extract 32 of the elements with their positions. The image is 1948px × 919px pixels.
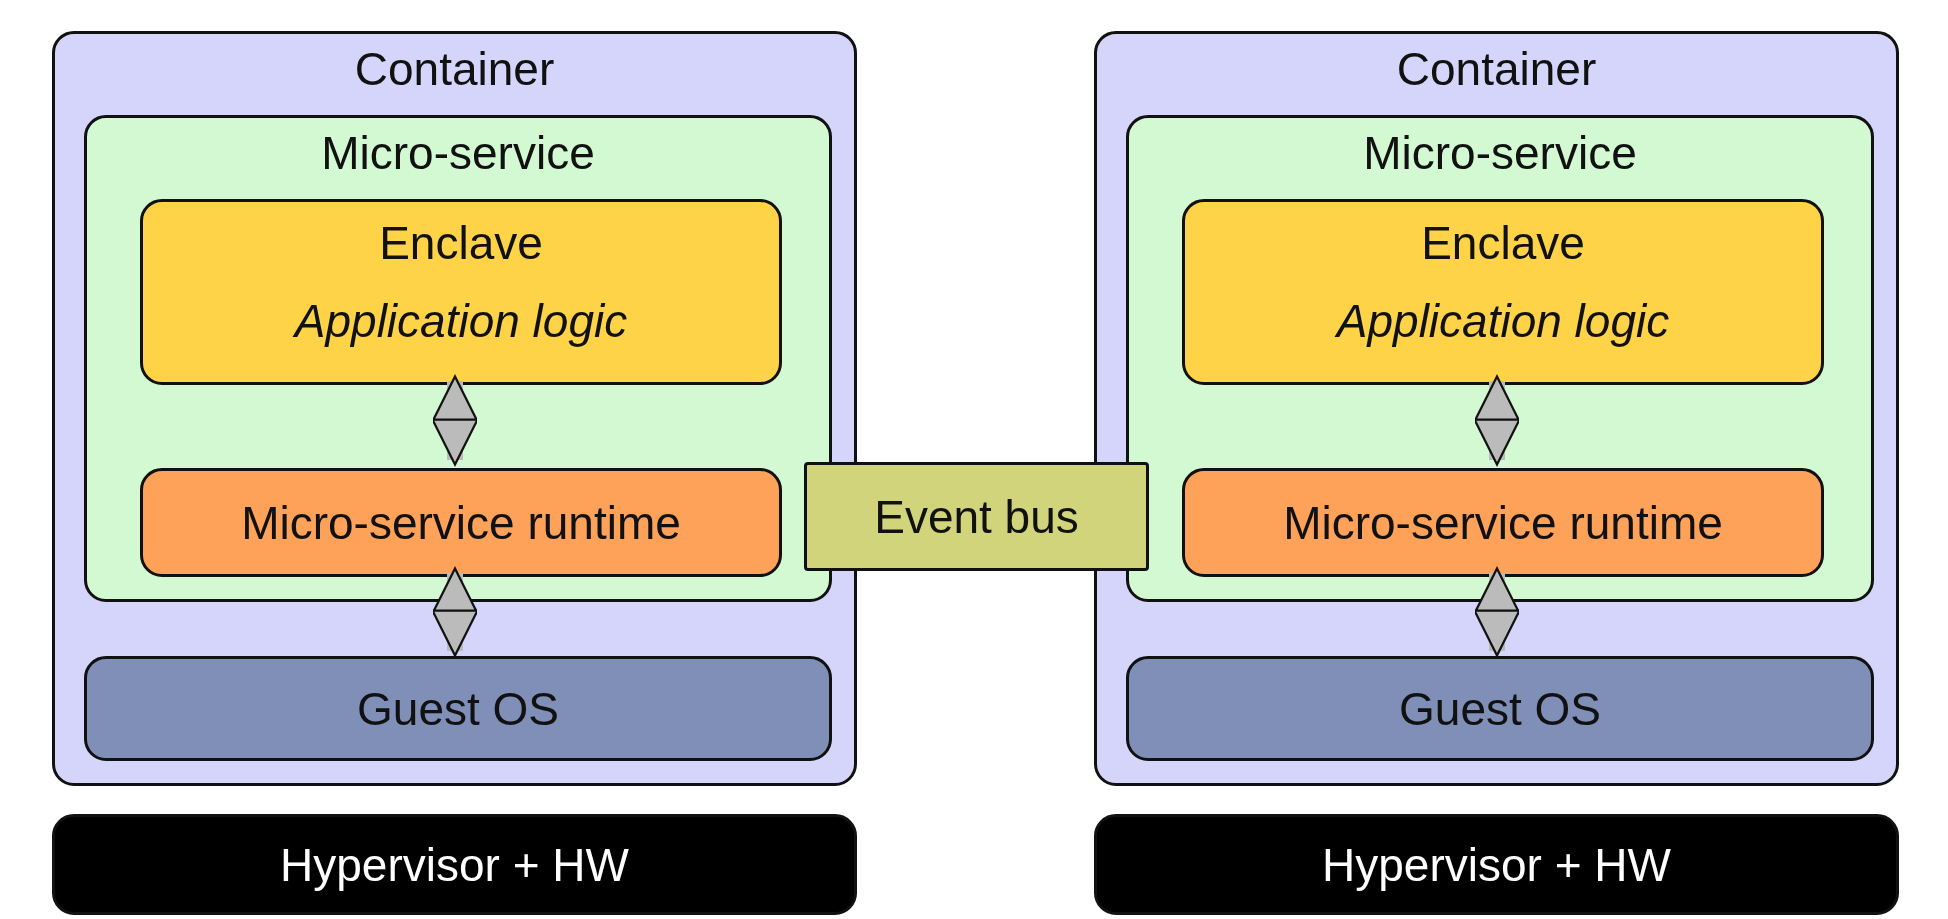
layer-box	[140, 468, 782, 577]
box-title: Micro-service runtime	[1282, 495, 1724, 550]
layer-box	[84, 656, 832, 761]
container-box	[1094, 31, 1899, 786]
enclave-box	[140, 199, 782, 385]
container-box	[52, 31, 857, 786]
box-subtitle: Application logic	[1333, 294, 1671, 348]
layer-box	[1126, 656, 1874, 761]
enclave-box	[1182, 199, 1824, 385]
box-title: Micro-service	[1362, 126, 1638, 180]
layer-box	[1182, 468, 1824, 577]
box-title: Guest OS	[356, 681, 560, 736]
box-title: Container	[353, 42, 556, 96]
service-box	[1126, 115, 1874, 602]
service-box	[84, 115, 832, 602]
box-title: Enclave	[378, 216, 544, 270]
box-title: Container	[1395, 42, 1598, 96]
box-title: Hypervisor + HW	[279, 837, 630, 892]
double-arrow	[1473, 375, 1521, 466]
double-arrow	[431, 567, 479, 657]
box-subtitle: Application logic	[291, 294, 629, 348]
box-title: Micro-service	[320, 126, 596, 180]
box-title: Hypervisor + HW	[1321, 837, 1672, 892]
double-arrow	[1473, 567, 1521, 657]
double-arrow	[431, 375, 479, 466]
box-title: Guest OS	[1398, 681, 1602, 736]
box-title: Event bus	[873, 489, 1080, 544]
layer-box	[804, 462, 1149, 571]
layer-box	[52, 814, 857, 915]
layer-box	[1094, 814, 1899, 915]
box-title: Enclave	[1420, 216, 1586, 270]
box-title: Micro-service runtime	[240, 495, 682, 550]
